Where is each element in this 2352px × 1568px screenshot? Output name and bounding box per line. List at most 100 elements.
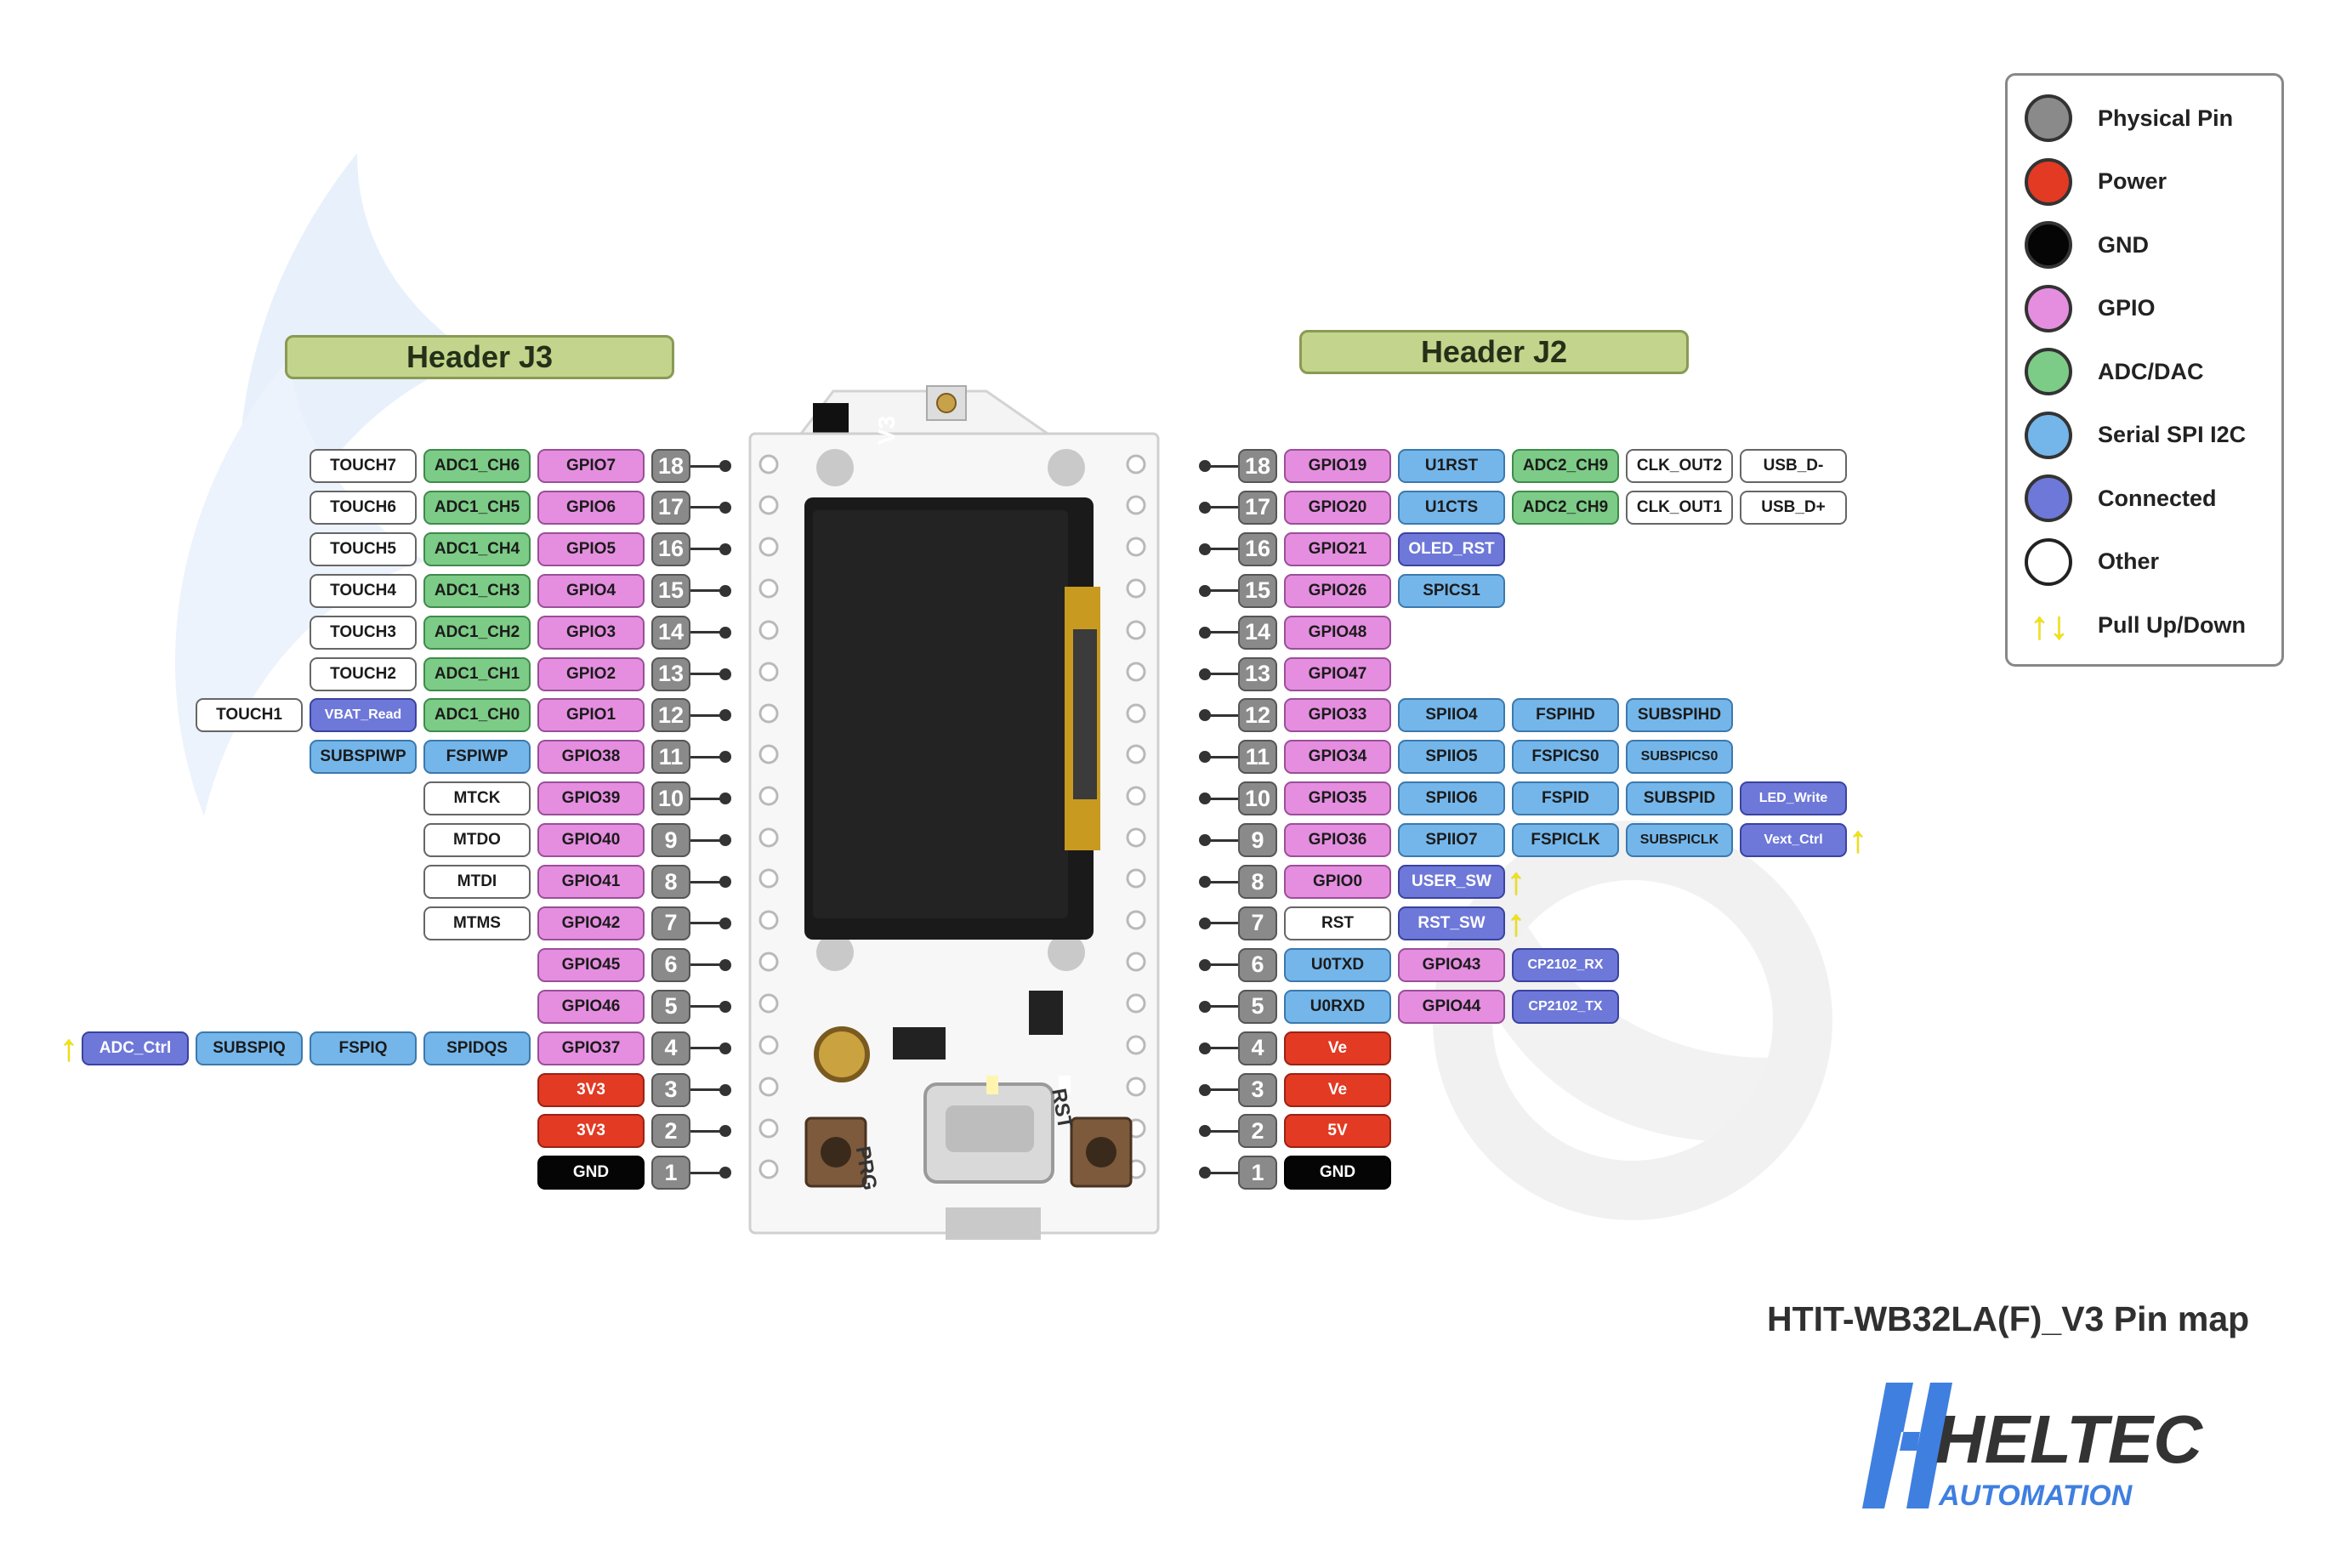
j2-lead-13 <box>1206 673 1240 675</box>
j2-physical-pin-13: 13 <box>1238 656 1277 691</box>
j2-pin-8-label-2: USER_SW <box>1398 865 1505 899</box>
j2-pin-dot-3 <box>1199 1083 1211 1096</box>
j2-lead-14 <box>1206 631 1240 634</box>
j3-pin-16-label-1: GPIO5 <box>537 531 645 566</box>
j2-lead-15 <box>1206 589 1240 593</box>
j2-pin-4-label-1: Ve <box>1284 1031 1391 1065</box>
j2-pin-2-label-1: 5V <box>1284 1114 1391 1149</box>
j2-pin-dot-17 <box>1199 501 1211 514</box>
j2-pin-9-pull-icon: ↑ <box>1849 819 1867 861</box>
j2-pin-11-label-1: GPIO34 <box>1284 740 1391 775</box>
j3-pin-2-label-1: 3V3 <box>537 1114 645 1149</box>
heltec-logo: HELTEC AUTOMATION <box>1862 1383 2203 1512</box>
j2-lead-7 <box>1206 922 1240 925</box>
j3-pin-8-label-2: MTDI <box>423 865 531 899</box>
j2-lead-11 <box>1206 755 1240 758</box>
j2-pin-17-label-5: USB_D+ <box>1740 490 1847 525</box>
j2-pin-dot-2 <box>1199 1125 1211 1138</box>
j3-lead-12 <box>690 713 724 717</box>
j2-lead-3 <box>1206 1088 1240 1091</box>
j2-pin-dot-12 <box>1199 709 1211 722</box>
j2-pin-dot-1 <box>1199 1167 1211 1179</box>
legend-item-gnd: GND <box>2008 221 2149 269</box>
j2-pin-3-label-1: Ve <box>1284 1072 1391 1107</box>
j2-pin-11-label-2: SPIIO5 <box>1398 740 1505 775</box>
j3-physical-pin-7: 7 <box>651 906 690 940</box>
j2-pin-5-label-1: U0RXD <box>1284 989 1391 1024</box>
j2-pin-dot-13 <box>1199 668 1211 680</box>
j2-pin-dot-5 <box>1199 1000 1211 1013</box>
j3-pin-dot-8 <box>719 876 731 888</box>
legend-swatch-gnd <box>2025 221 2072 269</box>
j2-physical-pin-1: 1 <box>1238 1156 1277 1190</box>
j3-pin-dot-12 <box>719 709 731 722</box>
j2-lead-10 <box>1206 797 1240 800</box>
j2-pin-15-label-1: GPIO26 <box>1284 573 1391 608</box>
j3-pin-15-label-3: TOUCH4 <box>310 573 417 608</box>
j3-pin-dot-7 <box>719 917 731 929</box>
j3-pin-dot-4 <box>719 1042 731 1054</box>
j2-physical-pin-4: 4 <box>1238 1031 1277 1065</box>
j3-lead-6 <box>690 963 724 967</box>
legend-swatch-serial <box>2025 411 2072 459</box>
j3-pin-1-label-1: GND <box>537 1156 645 1190</box>
j3-lead-8 <box>690 880 724 883</box>
j2-pin-12-label-3: FSPIHD <box>1512 698 1619 733</box>
j2-pin-15-label-2: SPICS1 <box>1398 573 1505 608</box>
svg-text:AUTOMATION: AUTOMATION <box>1938 1480 2133 1512</box>
j2-pin-18-label-5: USB_D- <box>1740 449 1847 483</box>
j2-pin-dot-7 <box>1199 917 1211 929</box>
j3-physical-pin-17: 17 <box>651 490 690 525</box>
j3-pin-17-label-2: ADC1_CH5 <box>423 490 531 525</box>
j3-pin-11-label-2: FSPIWP <box>423 740 531 775</box>
j2-physical-pin-12: 12 <box>1238 698 1277 733</box>
j2-physical-pin-2: 2 <box>1238 1114 1277 1149</box>
j3-lead-10 <box>690 797 724 800</box>
j3-pin-14-label-3: TOUCH3 <box>310 615 417 650</box>
j3-pin-11-label-3: SUBSPIWP <box>310 740 417 775</box>
j2-lead-1 <box>1206 1171 1240 1174</box>
j3-physical-pin-8: 8 <box>651 865 690 899</box>
legend-item-serial: Serial SPI I2C <box>2008 411 2246 459</box>
j2-pin-dot-10 <box>1199 793 1211 805</box>
j2-pin-17-label-2: U1CTS <box>1398 490 1505 525</box>
j3-physical-pin-14: 14 <box>651 615 690 650</box>
j3-pin-13-label-3: TOUCH2 <box>310 656 417 691</box>
j3-pin-12-label-3: VBAT_Read <box>310 698 417 733</box>
legend-item-other: Other <box>2008 537 2160 586</box>
legend-label-other: Other <box>2098 548 2160 574</box>
j3-pin-4-label-4: SUBSPIQ <box>196 1031 303 1065</box>
j3-pin-12-label-1: GPIO1 <box>537 698 645 733</box>
j2-physical-pin-6: 6 <box>1238 947 1277 982</box>
board-image <box>748 385 1160 1240</box>
j2-lead-8 <box>1206 880 1240 883</box>
j3-lead-18 <box>690 464 724 468</box>
j2-physical-pin-18: 18 <box>1238 449 1277 483</box>
j3-physical-pin-4: 4 <box>651 1031 690 1065</box>
j3-pin-6-label-1: GPIO45 <box>537 947 645 982</box>
j3-pin-16-label-2: ADC1_CH4 <box>423 531 531 566</box>
j3-pin-4-pull-icon: ↑ <box>60 1026 78 1069</box>
j3-pin-15-label-2: ADC1_CH3 <box>423 573 531 608</box>
j3-pin-dot-13 <box>719 668 731 680</box>
j2-pin-10-label-2: SPIIO6 <box>1398 781 1505 816</box>
j2-lead-5 <box>1206 1005 1240 1008</box>
j2-pin-16-label-2: OLED_RST <box>1398 531 1505 566</box>
legend-swatch-adc <box>2025 348 2072 395</box>
j2-physical-pin-3: 3 <box>1238 1072 1277 1107</box>
j3-lead-2 <box>690 1129 724 1133</box>
j2-lead-2 <box>1206 1129 1240 1133</box>
j3-pin-16-label-3: TOUCH5 <box>310 531 417 566</box>
j2-pin-9-label-3: FSPICLK <box>1512 823 1619 858</box>
j3-pin-13-label-2: ADC1_CH1 <box>423 656 531 691</box>
j3-lead-14 <box>690 631 724 634</box>
j2-pin-9-label-5: Vext_Ctrl <box>1740 823 1847 858</box>
legend-item-adc: ADC/DAC <box>2008 348 2204 395</box>
j2-pin-17-label-3: ADC2_CH9 <box>1512 490 1619 525</box>
legend-item-power: Power <box>2008 157 2167 206</box>
j3-pin-7-label-1: GPIO42 <box>537 906 645 940</box>
j3-pin-dot-2 <box>719 1125 731 1138</box>
header-j3-label: Header J3 <box>285 335 674 379</box>
j3-lead-4 <box>690 1047 724 1050</box>
